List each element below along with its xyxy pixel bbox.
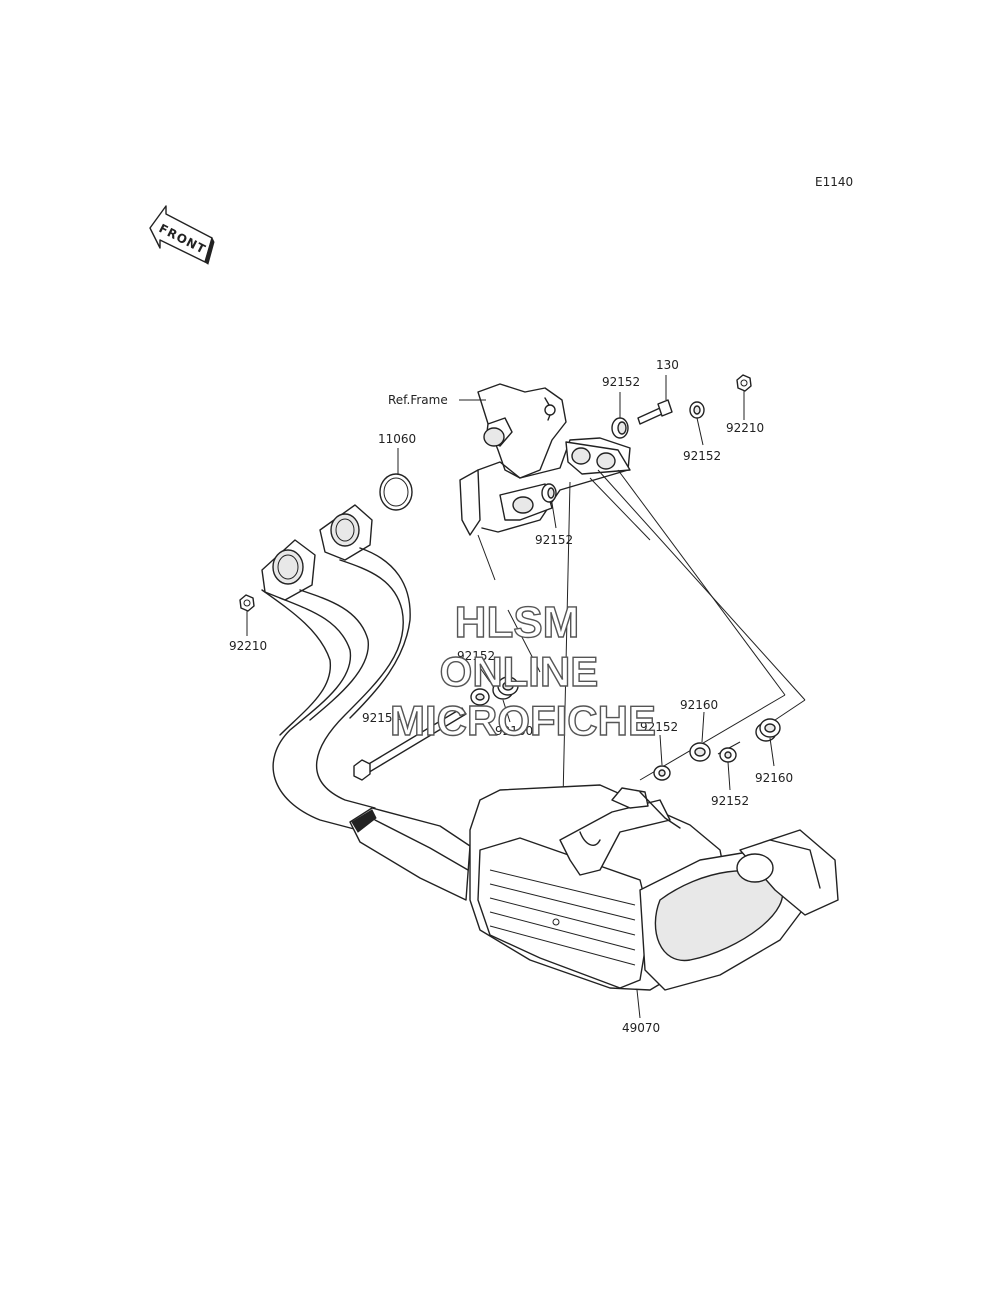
nut-92210-upper [736, 374, 752, 420]
diagram-code: E1140 [815, 175, 853, 189]
exhaust-header-pipes [261, 504, 411, 831]
part-92152-e-label: 92152 [640, 720, 678, 734]
part-92152-a-label: 92152 [602, 375, 640, 389]
part-11060-label: 11060 [378, 432, 416, 446]
part-92210-a-label: 92210 [726, 421, 764, 435]
part-92154-label: 92154 [362, 711, 400, 725]
part-92160-b-label: 92160 [680, 698, 718, 712]
watermark-line2: ONLINE [440, 648, 599, 695]
part-49070-label: 49070 [622, 1021, 660, 1035]
part-92210-b-label: 92210 [229, 639, 267, 653]
collar-92152-center [541, 483, 557, 529]
part-92152-b-label: 92152 [683, 449, 721, 463]
mount-right-cluster [653, 711, 781, 791]
gasket-11060 [379, 448, 413, 511]
part-92160-c-label: 92160 [755, 771, 793, 785]
nut-92210-left [239, 594, 255, 636]
muffler-49070 [349, 784, 839, 1019]
ref-frame-label: Ref.Frame [388, 393, 448, 407]
frame-bracket [459, 383, 631, 536]
washer-92152-right [689, 401, 705, 446]
watermark-line1: HLSM [455, 598, 580, 647]
watermark: HLSM ONLINE MICROFICHE [389, 597, 656, 744]
part-130-label: 130 [656, 358, 679, 372]
front-arrow-icon: FRONT [149, 205, 215, 265]
mount-center-cluster [470, 661, 519, 723]
guide-lines [477, 469, 806, 846]
part-92152-c-label: 92152 [535, 533, 573, 547]
collar-92152-upper [611, 392, 629, 439]
part-92152-f-label: 92152 [711, 794, 749, 808]
watermark-line3: MICROFICHE [390, 697, 656, 744]
part-92152-d-label: 92152 [457, 649, 495, 663]
bolt-92154 [353, 707, 467, 781]
bolt-130 [637, 375, 673, 425]
part-92160-a-label: 92160 [495, 724, 533, 738]
